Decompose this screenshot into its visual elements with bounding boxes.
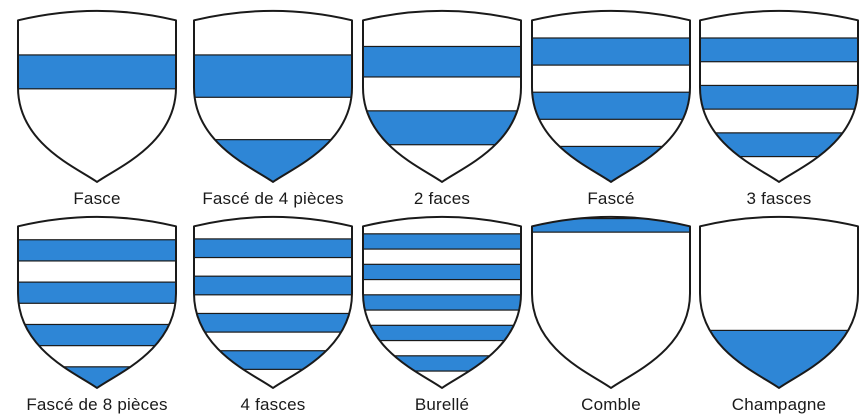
shield-4-fasces-band-4 — [190, 351, 356, 370]
shield-burelle-band-4 — [359, 325, 525, 340]
shield-fasce-de-4-pieces-band-2 — [190, 140, 356, 182]
shield-3-fasces: 3 fasces — [696, 6, 862, 214]
shield-burelle-band-2 — [359, 264, 525, 279]
shield-fasce-plain: Fascé — [528, 6, 694, 214]
shield-burelle: Burellé — [359, 212, 525, 420]
shield-fasce-plain-band-3 — [528, 146, 694, 182]
shield-burelle-band-3 — [359, 295, 525, 310]
shield-champagne-label: Champagne — [676, 395, 867, 415]
shield-fasce-de-8-pieces-band-1 — [14, 240, 180, 261]
shield-2-faces-field — [363, 11, 521, 182]
shield-champagne-band-1 — [696, 330, 862, 388]
shield-comble-band-1 — [528, 219, 694, 233]
shield-burelle-band-1 — [359, 234, 525, 249]
shield-fasce-de-8-pieces-band-2 — [14, 282, 180, 303]
shield-comble-graphic — [528, 212, 694, 392]
shield-fasce-de-8-pieces-band-3 — [14, 324, 180, 345]
shield-2-faces-band-1 — [359, 46, 525, 76]
shield-fasce-de-8-pieces-band-4 — [14, 367, 180, 388]
shield-fasce-field — [18, 11, 176, 182]
shield-fasce-de-4-pieces-band-1 — [190, 55, 356, 97]
shield-fasce-de-4-pieces-graphic — [190, 6, 356, 186]
shield-fasce-plain-graphic — [528, 6, 694, 186]
shield-fasce-plain-band-2 — [528, 92, 694, 119]
shield-3-fasces-band-1 — [696, 38, 862, 62]
shield-fasce-band-1 — [14, 55, 180, 89]
shield-fasce-plain-band-1 — [528, 38, 694, 65]
shield-4-fasces-band-1 — [190, 239, 356, 258]
shield-2-faces: 2 faces — [359, 6, 525, 214]
shield-4-fasces-band-2 — [190, 276, 356, 295]
shield-3-fasces-band-2 — [696, 85, 862, 109]
shield-3-fasces-band-3 — [696, 133, 862, 157]
shield-burelle-band-5 — [359, 356, 525, 371]
shield-4-fasces: 4 fasces — [190, 212, 356, 420]
shield-fasce-de-4-pieces: Fascé de 4 pièces — [190, 6, 356, 214]
shield-4-fasces-band-3 — [190, 313, 356, 332]
shield-burelle-graphic — [359, 212, 525, 392]
shield-fasce-de-8-pieces-graphic — [14, 212, 180, 392]
shield-3-fasces-label: 3 fasces — [676, 189, 867, 209]
shield-champagne: Champagne — [696, 212, 862, 420]
shield-comble-field — [532, 217, 690, 388]
shield-fasce-de-8-pieces: Fascé de 8 pièces — [14, 212, 180, 420]
shield-fasce: Fasce — [14, 6, 180, 214]
shield-champagne-graphic — [696, 212, 862, 392]
shield-3-fasces-graphic — [696, 6, 862, 186]
shield-4-fasces-graphic — [190, 212, 356, 392]
shield-2-faces-graphic — [359, 6, 525, 186]
shield-comble: Comble — [528, 212, 694, 420]
shield-fasce-graphic — [14, 6, 180, 186]
